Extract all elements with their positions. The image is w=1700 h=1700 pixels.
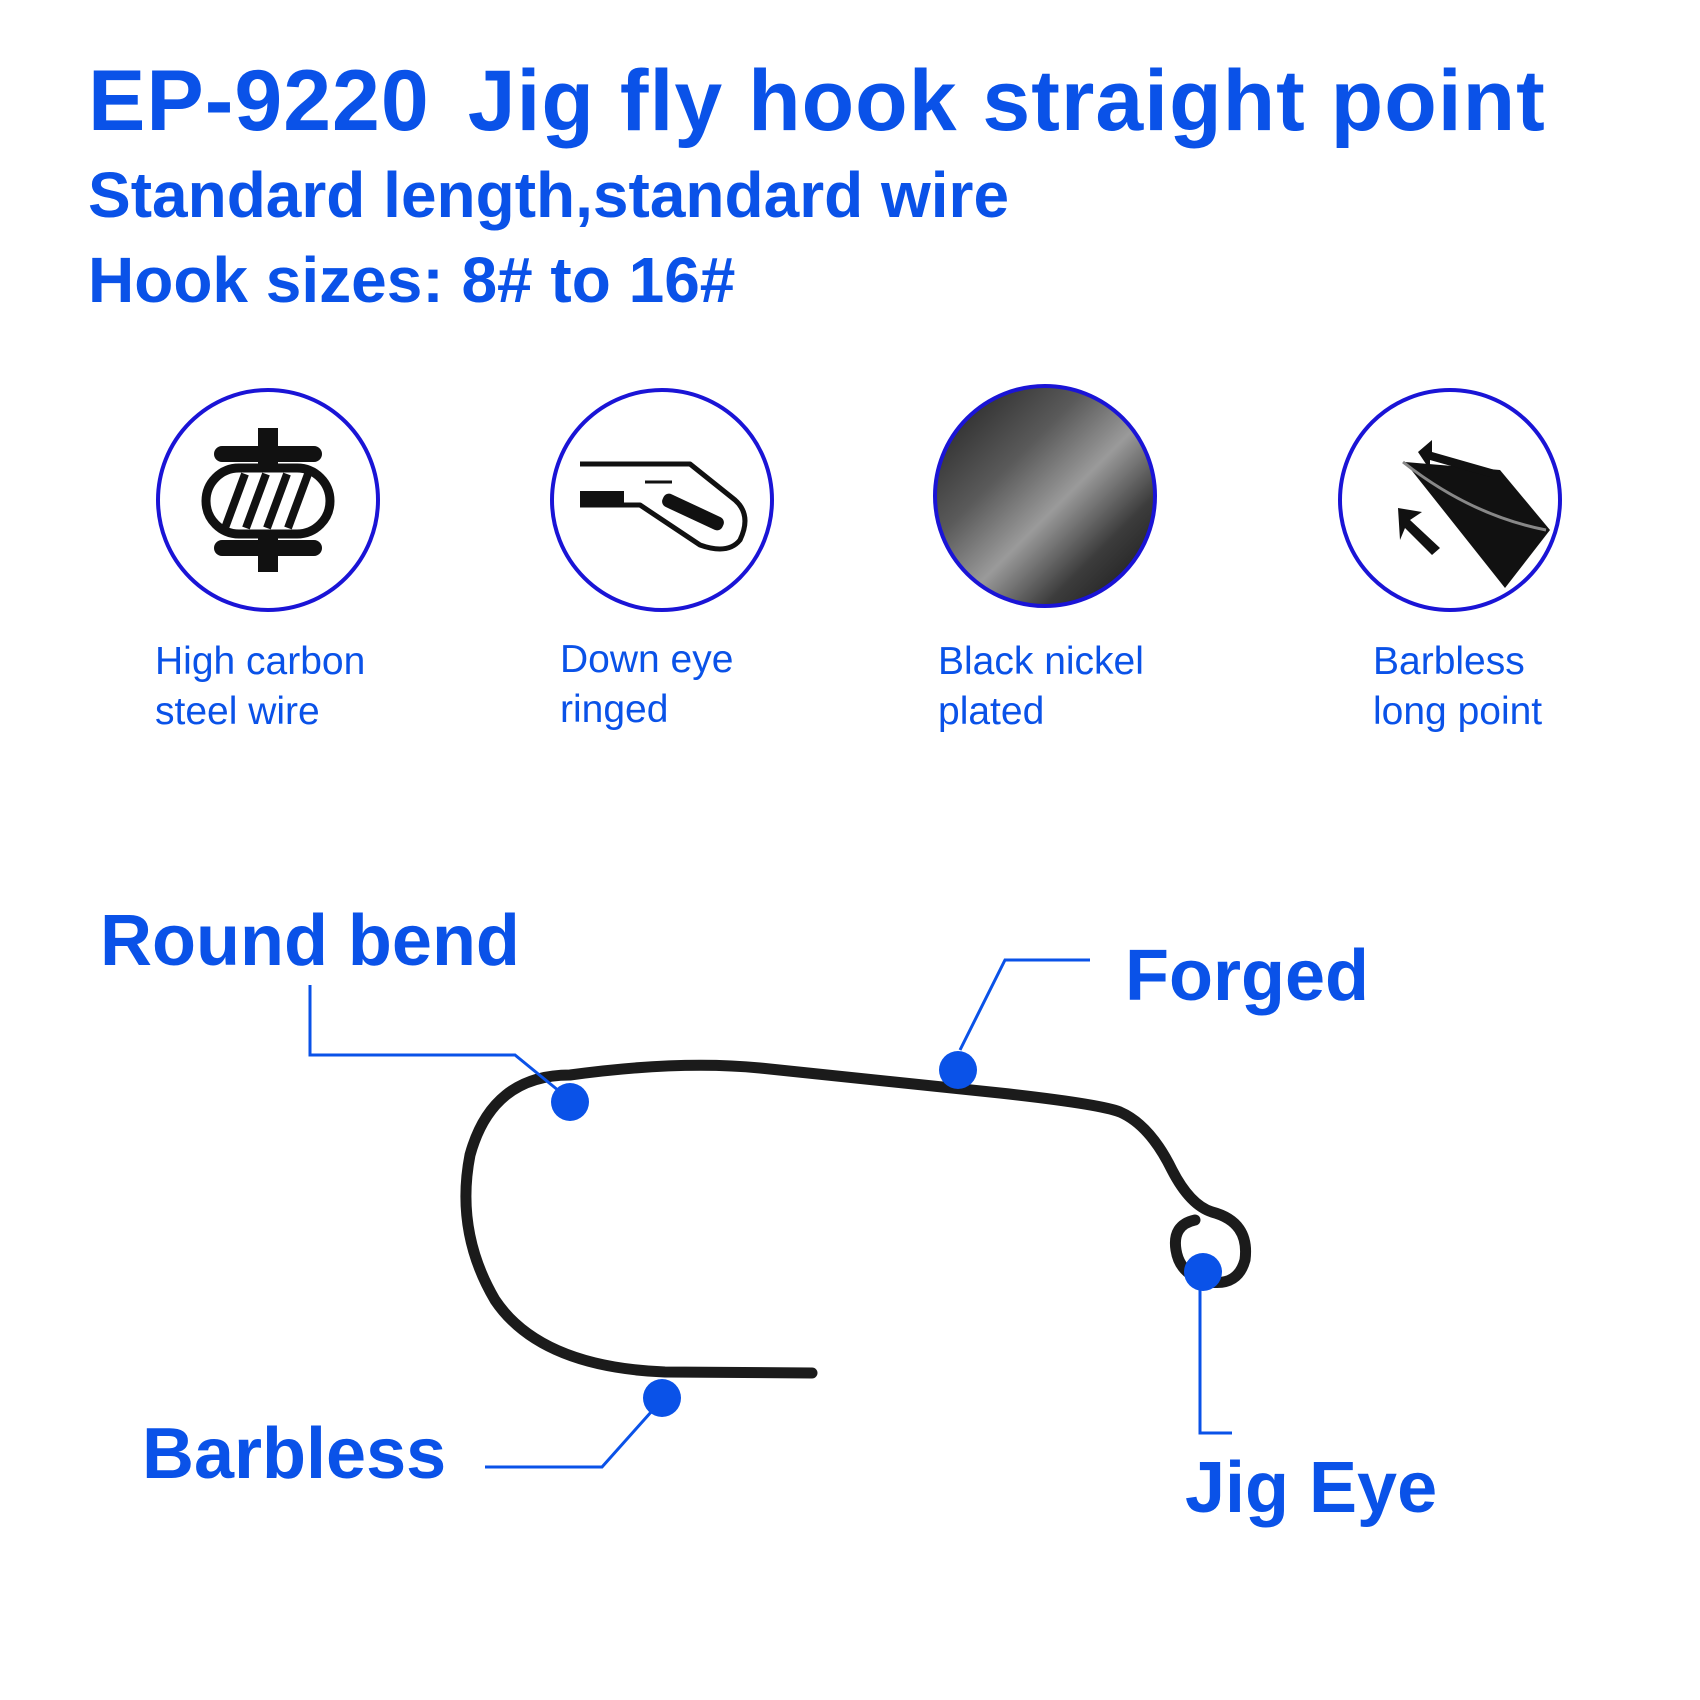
callout-jig-eye: Jig Eye [1185, 1448, 1438, 1528]
callout-forged: Forged [1125, 936, 1369, 1016]
hook-illustration [460, 1059, 1252, 1379]
forged-marker [939, 1051, 977, 1089]
jig-eye-marker [1184, 1253, 1222, 1291]
subtitle: Standard length,standard wire [88, 159, 1010, 231]
wire-coil-icon [156, 388, 380, 612]
product-code: EP-9220 [88, 53, 430, 149]
down-eye-icon [550, 388, 774, 612]
callout-barbless: Barbless [142, 1414, 447, 1494]
black-nickel-swatch-icon [933, 384, 1157, 608]
hook-sizes: Hook sizes: 8# to 16# [88, 244, 736, 316]
feature-label-eye: Down eye ringed [560, 638, 734, 731]
hook-point-icon [1338, 388, 1562, 612]
feature-label-point: Barbless long point [1373, 640, 1543, 733]
feature-label-plating: Black nickel plated [938, 640, 1144, 733]
callout-lines [308, 958, 1232, 1469]
round-bend-marker [551, 1083, 589, 1121]
callout-round-bend: Round bend [100, 901, 520, 981]
feature-label-wire: High carbon steel wire [155, 640, 366, 733]
product-name: Jig fly hook straight point [467, 53, 1546, 149]
callout-dots [551, 1051, 1222, 1417]
barbless-marker [643, 1379, 681, 1417]
page-title: EP-9220 Jig fly hook straight point [88, 52, 1546, 151]
